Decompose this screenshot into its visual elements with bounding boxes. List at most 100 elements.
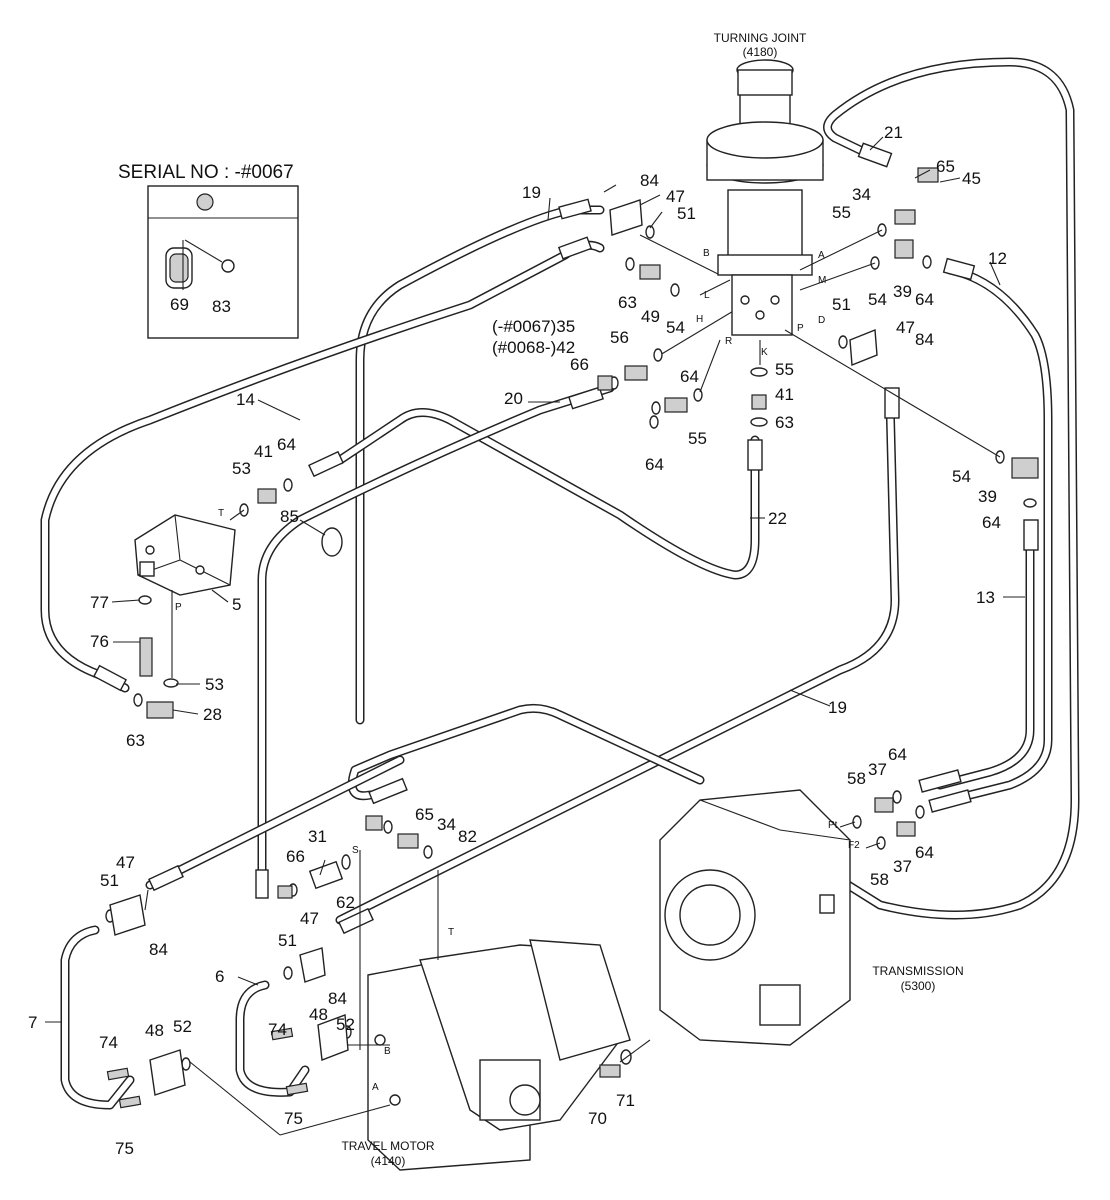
- turning-joint: [706, 59, 824, 427]
- callout-39: 39: [893, 282, 912, 301]
- callouts: 21 65 45 34 55 12 54 39 64 51 47 84 19 8…: [28, 123, 1007, 1158]
- callout-77: 77: [90, 593, 109, 612]
- callout-51-top: 51: [677, 204, 696, 223]
- callout-34-low: 34: [437, 815, 456, 834]
- callout-84-top: 84: [640, 171, 659, 190]
- callout-37-low: 37: [893, 857, 912, 876]
- travel-motor: [367, 939, 631, 1171]
- callout-34: 34: [852, 185, 871, 204]
- callout-63: 63: [618, 293, 637, 312]
- travel-motor-code: (4140): [371, 1154, 406, 1168]
- callout-5: 5: [232, 595, 241, 614]
- callout-84-left: 84: [149, 940, 168, 959]
- callout-74: 74: [99, 1033, 118, 1052]
- callout-63-k: 63: [775, 413, 794, 432]
- callout-58: 58: [847, 769, 866, 788]
- callout-54: 54: [868, 290, 887, 309]
- callout-31: 31: [308, 827, 327, 846]
- callout-47: 47: [896, 318, 915, 337]
- port-t-motor: T: [448, 927, 454, 938]
- callout-19: 19: [522, 183, 541, 202]
- port-labels: B A M L H D P R K T P Pt F2 S B A T: [175, 248, 860, 1093]
- callout-65: 65: [936, 157, 955, 176]
- callout-54-center: 54: [666, 318, 685, 337]
- callout-52-mid: 52: [336, 1015, 355, 1034]
- callout-82: 82: [458, 827, 477, 846]
- callout-64-right: 64: [982, 513, 1001, 532]
- callout-52: 52: [173, 1017, 192, 1036]
- transmission-title: TRANSMISSION: [872, 964, 963, 978]
- callout-65-low: 65: [415, 805, 434, 824]
- callout-64-t1: 64: [888, 745, 907, 764]
- port-a: A: [818, 250, 825, 261]
- callout-64-left: 64: [277, 435, 296, 454]
- port-l: L: [704, 290, 710, 301]
- port-s: S: [352, 845, 359, 856]
- callout-22: 22: [768, 509, 787, 528]
- travel-motor-title: TRAVEL MOTOR: [341, 1139, 434, 1153]
- callout-84: 84: [915, 330, 934, 349]
- port-f2: F2: [848, 840, 860, 851]
- callout-69: 69: [170, 295, 189, 314]
- port-r: R: [725, 336, 732, 347]
- callout-14: 14: [236, 390, 255, 409]
- serial-number-label: SERIAL NO : -#0067: [118, 162, 294, 183]
- fittings: [105, 167, 1039, 1109]
- callout-83: 83: [212, 297, 231, 316]
- callout-64: 64: [915, 290, 934, 309]
- callout-48-mid: 48: [309, 1005, 328, 1024]
- callout-19-lower: 19: [828, 698, 847, 717]
- port-t-valve: T: [218, 508, 224, 519]
- callout-84-mid: 84: [328, 989, 347, 1008]
- callout-58-low: 58: [870, 870, 889, 889]
- transmission-code: (5300): [901, 979, 936, 993]
- callout-55-k: 55: [775, 360, 794, 379]
- callout-75-mid: 75: [284, 1109, 303, 1128]
- callout-47-left: 47: [116, 853, 135, 872]
- serial-box: [147, 185, 299, 339]
- callout-75: 75: [115, 1139, 134, 1158]
- port-b: B: [703, 248, 710, 259]
- pipe-7: [60, 925, 135, 1110]
- leader-lines: [45, 136, 1025, 1136]
- callout-64-center: 64: [680, 367, 699, 386]
- callout-76: 76: [90, 632, 109, 651]
- transmission: [659, 789, 851, 1046]
- callout-47-mid: 47: [300, 909, 319, 928]
- port-p-valve: P: [175, 602, 182, 613]
- callout-66-low: 66: [286, 847, 305, 866]
- port-p: P: [797, 323, 804, 334]
- callout-37: 37: [868, 760, 887, 779]
- callout-53-p: 53: [205, 675, 224, 694]
- callout-41: 41: [775, 385, 794, 404]
- port-m: M: [818, 275, 826, 286]
- callout-13: 13: [976, 588, 995, 607]
- callout-6: 6: [215, 967, 224, 986]
- port-k: K: [761, 347, 768, 358]
- turning-joint-code: (4180): [743, 45, 778, 59]
- callout-41-left: 41: [254, 442, 273, 461]
- callout-39-right: 39: [978, 487, 997, 506]
- valve-5: [134, 514, 236, 596]
- callout-21: 21: [884, 123, 903, 142]
- callout-62: 62: [336, 893, 355, 912]
- callout-74-mid: 74: [268, 1020, 287, 1039]
- port-pt: Pt: [828, 820, 838, 831]
- turning-joint-title: TURNING JOINT: [714, 31, 807, 45]
- callout-85: 85: [280, 507, 299, 526]
- callout-45: 45: [962, 169, 981, 188]
- port-b-motor: B: [384, 1046, 391, 1057]
- callout-55: 55: [832, 203, 851, 222]
- hose-13: [935, 535, 1035, 790]
- serial-indicator-dot: [196, 193, 214, 211]
- callout-48: 48: [145, 1021, 164, 1040]
- callout-63-left: 63: [126, 731, 145, 750]
- port-a-motor: A: [372, 1082, 379, 1093]
- callout-28: 28: [203, 705, 222, 724]
- port-h: H: [696, 314, 703, 325]
- callout-66: 66: [570, 355, 589, 374]
- callout-70: 70: [588, 1109, 607, 1128]
- callout-54-right: 54: [952, 467, 971, 486]
- callout-12: 12: [988, 249, 1007, 268]
